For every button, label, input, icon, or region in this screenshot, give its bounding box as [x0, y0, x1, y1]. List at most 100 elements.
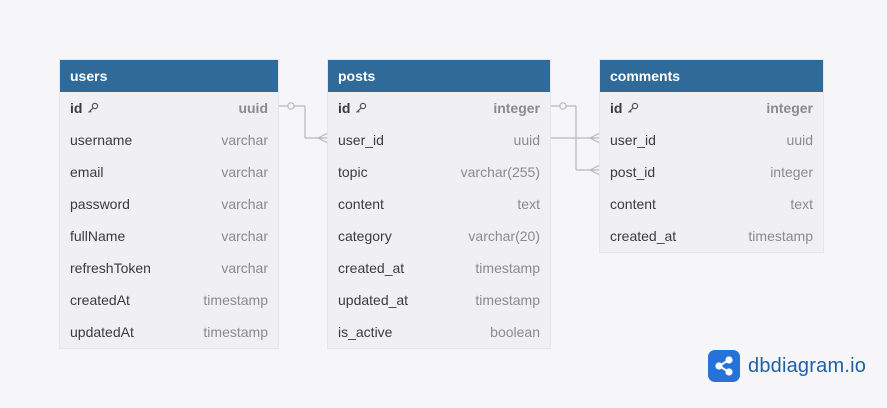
brand-watermark[interactable]: dbdiagram.io	[708, 350, 866, 382]
field-name: is_active	[338, 324, 392, 340]
field-type: boolean	[490, 324, 540, 340]
field-name-text: category	[338, 228, 392, 244]
field-type: varchar	[221, 260, 268, 276]
field-type: timestamp	[203, 292, 268, 308]
field-name: user_id	[610, 132, 656, 148]
field-name-text: fullName	[70, 228, 126, 244]
field-name: email	[70, 164, 103, 180]
field-name: password	[70, 196, 130, 212]
field-row-created-at[interactable]: created_at timestamp	[328, 252, 550, 284]
field-row-user-id[interactable]: user_id uuid	[328, 124, 550, 156]
field-list: id integer user_id uuid topic varchar(255) con…	[328, 92, 550, 348]
field-type: uuid	[786, 132, 813, 148]
field-name-text: refreshToken	[70, 260, 151, 276]
field-row-username[interactable]: username varchar	[60, 124, 278, 156]
key-icon	[628, 102, 639, 113]
brand-name-suffix: .io	[844, 354, 867, 377]
table-comments[interactable]: comments id integer user_id uuid post_id inte…	[600, 60, 823, 252]
field-name-text: content	[610, 196, 656, 212]
field-name-text: updated_at	[338, 292, 409, 308]
relation-posts-comments	[550, 102, 601, 176]
field-row-password[interactable]: password varchar	[60, 188, 278, 220]
relation-users-comments	[550, 132, 601, 144]
field-name: created_at	[610, 228, 676, 244]
field-row-content[interactable]: content text	[328, 188, 550, 220]
field-name: post_id	[610, 164, 655, 180]
field-row-is-active[interactable]: is_active boolean	[328, 316, 550, 348]
key-icon	[356, 102, 367, 113]
field-type: timestamp	[203, 324, 268, 340]
field-type: integer	[770, 164, 813, 180]
field-row-email[interactable]: email varchar	[60, 156, 278, 188]
field-name: fullName	[70, 228, 125, 244]
field-name: category	[338, 228, 392, 244]
field-name: content	[610, 196, 656, 212]
field-row-post-id[interactable]: post_id integer	[600, 156, 823, 188]
field-type: timestamp	[475, 292, 540, 308]
field-type: uuid	[238, 100, 268, 116]
field-name-text: id	[70, 100, 83, 116]
field-name-text: topic	[338, 164, 368, 180]
field-name-text: created_at	[338, 260, 405, 276]
field-row-id[interactable]: id integer	[600, 92, 823, 124]
field-row-id[interactable]: id integer	[328, 92, 550, 124]
field-row-createdat[interactable]: createdAt timestamp	[60, 284, 278, 316]
share-nodes-icon	[708, 350, 740, 382]
field-type: varchar	[221, 164, 268, 180]
key-icon	[88, 102, 99, 113]
field-name: id	[338, 100, 367, 116]
field-name: content	[338, 196, 384, 212]
field-name-text: user_id	[338, 132, 384, 148]
field-row-created-at[interactable]: created_at timestamp	[600, 220, 823, 252]
field-type: varchar	[221, 228, 268, 244]
field-name: id	[610, 100, 639, 116]
brand-name: dbdiagram.io	[748, 355, 866, 378]
field-name-text: created_at	[610, 228, 677, 244]
field-type: varchar(255)	[460, 164, 540, 180]
field-type: integer	[766, 100, 813, 116]
field-name-text: user_id	[610, 132, 656, 148]
field-type: text	[517, 196, 540, 212]
field-name-text: content	[338, 196, 384, 212]
field-name: topic	[338, 164, 368, 180]
field-name: username	[70, 132, 132, 148]
relation-users-posts	[278, 102, 329, 144]
field-row-user-id[interactable]: user_id uuid	[600, 124, 823, 156]
field-type: varchar	[221, 132, 268, 148]
field-row-updatedat[interactable]: updatedAt timestamp	[60, 316, 278, 348]
field-name-text: id	[338, 100, 351, 116]
field-row-fullname[interactable]: fullName varchar	[60, 220, 278, 252]
field-name-text: is_active	[338, 324, 393, 340]
field-row-category[interactable]: category varchar(20)	[328, 220, 550, 252]
field-type: timestamp	[748, 228, 813, 244]
field-row-refreshtoken[interactable]: refreshToken varchar	[60, 252, 278, 284]
field-name-text: post_id	[610, 164, 656, 180]
field-name-text: password	[70, 196, 130, 212]
field-type: varchar	[221, 196, 268, 212]
field-row-updated-at[interactable]: updated_at timestamp	[328, 284, 550, 316]
field-type: varchar(20)	[468, 228, 540, 244]
field-row-id[interactable]: id uuid	[60, 92, 278, 124]
field-name: updatedAt	[70, 324, 134, 340]
field-list: id integer user_id uuid post_id integer conten…	[600, 92, 823, 252]
table-header[interactable]: comments	[600, 60, 823, 92]
brand-name-main: dbdiagram	[748, 354, 845, 377]
field-type: integer	[493, 100, 540, 116]
field-type: uuid	[513, 132, 540, 148]
field-name: created_at	[338, 260, 404, 276]
table-header[interactable]: users	[60, 60, 278, 92]
field-row-topic[interactable]: topic varchar(255)	[328, 156, 550, 188]
table-posts[interactable]: posts id integer user_id uuid topic varchar(2…	[328, 60, 550, 348]
field-name: updated_at	[338, 292, 408, 308]
field-name: refreshToken	[70, 260, 151, 276]
table-header[interactable]: posts	[328, 60, 550, 92]
field-name-text: id	[610, 100, 623, 116]
field-name: createdAt	[70, 292, 130, 308]
field-name-text: email	[70, 164, 104, 180]
field-name-text: createdAt	[70, 292, 130, 308]
field-type: timestamp	[475, 260, 540, 276]
field-name: user_id	[338, 132, 384, 148]
